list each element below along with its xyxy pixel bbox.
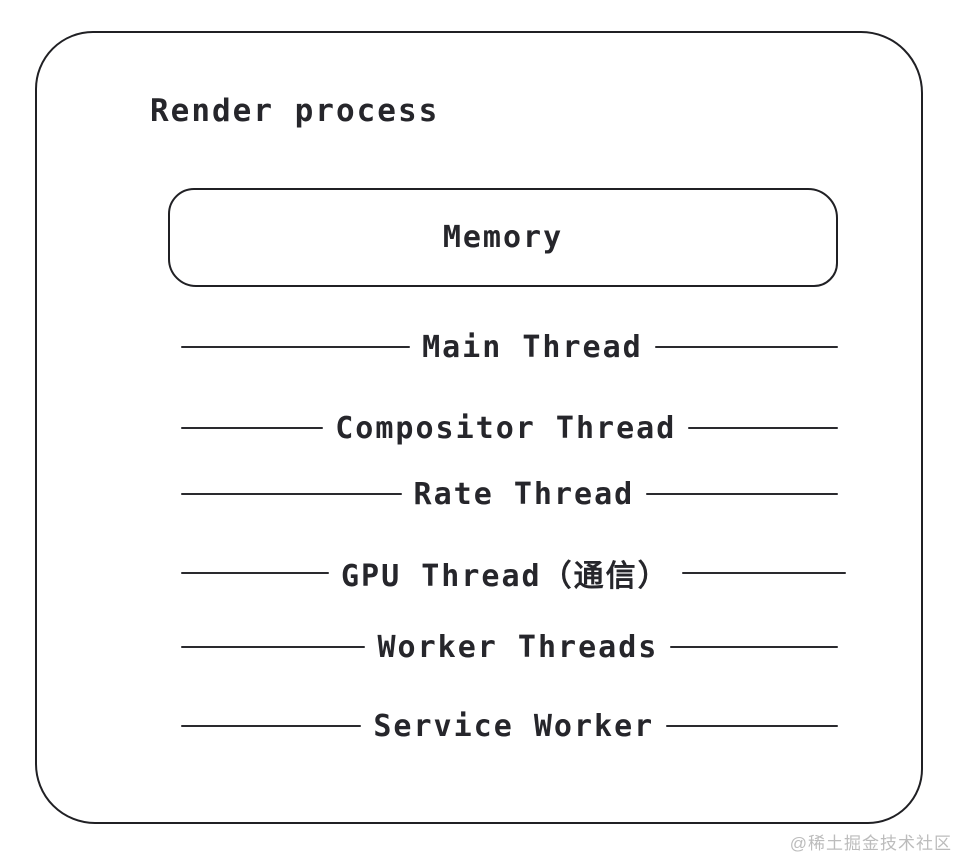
process-title: Render process bbox=[150, 93, 440, 129]
thread-line-right bbox=[654, 346, 838, 348]
thread-row-rate-thread: Rate Thread bbox=[181, 474, 838, 514]
thread-label: Rate Thread bbox=[413, 476, 635, 512]
thread-line-right bbox=[681, 572, 846, 574]
thread-line-left bbox=[181, 572, 329, 574]
thread-label: GPU Thread（通信） bbox=[340, 559, 670, 594]
thread-line-right bbox=[646, 493, 838, 495]
thread-line-left bbox=[181, 346, 411, 348]
memory-label: Memory bbox=[442, 220, 564, 255]
thread-label: Compositor Thread bbox=[335, 410, 677, 446]
thread-label: Main Thread bbox=[422, 329, 643, 365]
memory-box: Memory bbox=[168, 188, 838, 287]
watermark: @稀土掘金技术社区 bbox=[789, 834, 952, 853]
thread-row-gpu-thread: GPU Thread（通信） bbox=[181, 553, 846, 594]
thread-line-left bbox=[181, 725, 362, 727]
thread-row-main-thread: Main Thread bbox=[181, 327, 838, 367]
thread-row-compositor-thread: Compositor Thread bbox=[181, 408, 838, 448]
thread-row-worker-threads: Worker Threads bbox=[181, 627, 838, 667]
thread-line-right bbox=[666, 725, 838, 727]
thread-line-right bbox=[670, 646, 838, 648]
thread-line-left bbox=[181, 646, 366, 648]
thread-row-service-worker: Service Worker bbox=[181, 706, 838, 746]
thread-label: Service Worker bbox=[373, 708, 655, 744]
thread-line-left bbox=[181, 493, 402, 495]
thread-label: Worker Threads bbox=[377, 629, 659, 665]
thread-line-right bbox=[688, 427, 838, 429]
thread-line-left bbox=[181, 427, 324, 429]
